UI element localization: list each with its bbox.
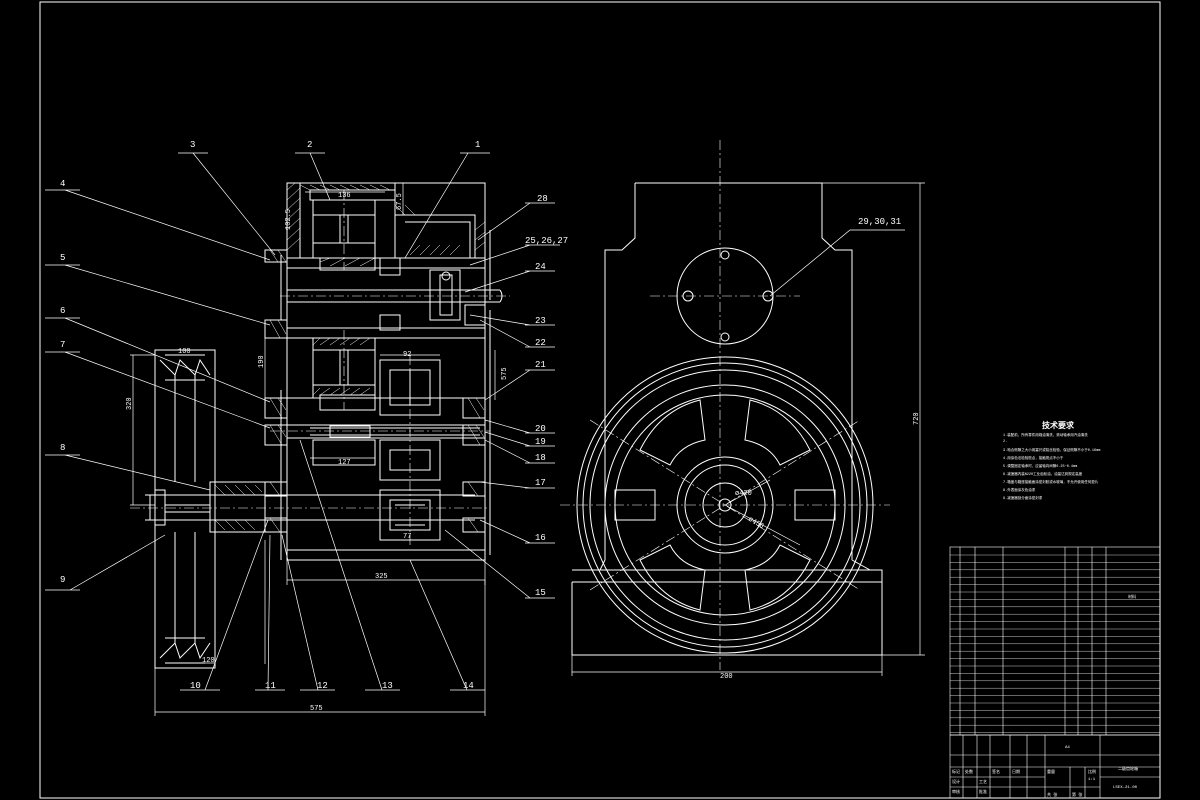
callout-24: 24 [535,262,546,272]
callout-6: 6 [60,306,65,316]
title-cell-count: 处数 [965,768,973,775]
dim-phi420: ø420 [735,490,752,498]
callout-8: 8 [60,443,65,453]
note-line: 1.装配前，所有零件用煤油清洗，滚动轴承用汽油清洗 [1003,434,1088,438]
dim-575-horiz: 575 [310,705,323,713]
section-view: 1 2 3 4 5 6 7 8 9 10 11 12 13 14 15 16 1… [45,140,568,716]
callout-10: 10 [190,681,201,691]
dim-127: 127 [338,459,351,467]
callout-19: 19 [535,437,546,447]
title-cell-ratio: 比例 [1088,768,1096,775]
title-cell-date: 日期 [1012,768,1020,775]
bom-rows [950,554,1160,733]
title-cell-mark: 标记 [952,768,960,775]
callout-15: 15 [535,588,546,598]
note-line: 7.箱盖与箱座接触面涂密封胶或水玻璃，不允许使用任何垫片 [1003,481,1099,485]
title-cell-sign: 签名 [992,768,1000,775]
callout-17: 17 [535,478,546,488]
callout-4: 4 [60,179,65,189]
dim-575-vert: 575 [501,367,509,380]
note-line: 2. [1003,440,1008,444]
callout-9: 9 [60,575,65,585]
title-cell-approve: 批准 [979,788,987,795]
callout-2: 2 [307,140,312,150]
callout-1: 1 [475,140,480,150]
title-sheet: 第 张 [1072,791,1082,798]
note-line: 9.减速器剖分面涂密封漆 [1003,497,1043,501]
title-drawing-name: 二级齿轮箱 [1118,765,1138,772]
callout-5: 5 [60,253,65,263]
note-line: 6.减速器内装N220工业齿轮油，油量达到规定高度 [1003,473,1083,477]
callout-22: 22 [535,338,546,348]
dim-136: 136 [338,192,351,200]
dim-320: 320 [126,397,134,410]
side-view: 720 200 ø420 ø456 29,30,31 [560,140,925,681]
callout-18: 18 [535,453,546,463]
note-line: 4.用涂色法检验斑点，接触斑点不小于 [1003,457,1064,461]
dim-190: 190 [258,355,266,368]
title-scale-label: A4 [1065,746,1070,750]
callout-16: 16 [535,533,546,543]
dim-77: 77 [403,533,411,541]
dim-92: 92 [403,351,411,359]
callout-25-27: 25,26,27 [525,236,568,246]
note-line: 5.调整固定轴承时，应留轴向间隙0.25~0.4mm [1003,465,1078,469]
callout-3: 3 [190,140,195,150]
dim-720: 720 [913,412,921,425]
title-cell-process: 工艺 [979,779,987,785]
callout-28: 28 [537,194,548,204]
callout-11: 11 [265,681,276,691]
title-block [949,734,1161,799]
dim-102-5: 102.5 [285,209,293,230]
callout-29-31: 29,30,31 [858,217,901,227]
callout-21: 21 [535,360,546,370]
callout-7: 7 [60,340,65,350]
dim-67-5: 67.5 [396,193,404,210]
drawing-border [39,1,1161,799]
dim-120: 120 [202,657,215,665]
callout-23: 23 [535,316,546,326]
dim-325: 325 [375,573,388,581]
title-cell-design: 设计 [952,778,960,785]
title-cell-weight: 重量 [1047,768,1055,775]
title-total-sheets: 共 张 [1047,791,1057,798]
callout-20: 20 [535,424,546,434]
title-drawing-no: LSEX-21-00 [1113,786,1138,790]
notes-title: 技术要求 [1042,422,1074,431]
dim-200: 200 [720,673,733,681]
title-cell-ratio-value: 1:1 [1088,778,1096,782]
dim-phi456: ø456 [747,516,766,531]
note-line: 8.外表面涂灰色油漆 [1003,489,1036,493]
callout-14: 14 [463,681,474,691]
note-line: 3.啮合侧隙之大小用塞尺或铅丝检验，保证侧隙不小于0.16mm [1003,449,1101,453]
title-cell-review: 审核 [952,788,960,795]
bom-material-note: 材料 [1128,593,1136,600]
dim-100: 100 [178,348,191,356]
bom-table [949,546,1161,736]
callout-13: 13 [382,681,393,691]
callout-12: 12 [317,681,328,691]
